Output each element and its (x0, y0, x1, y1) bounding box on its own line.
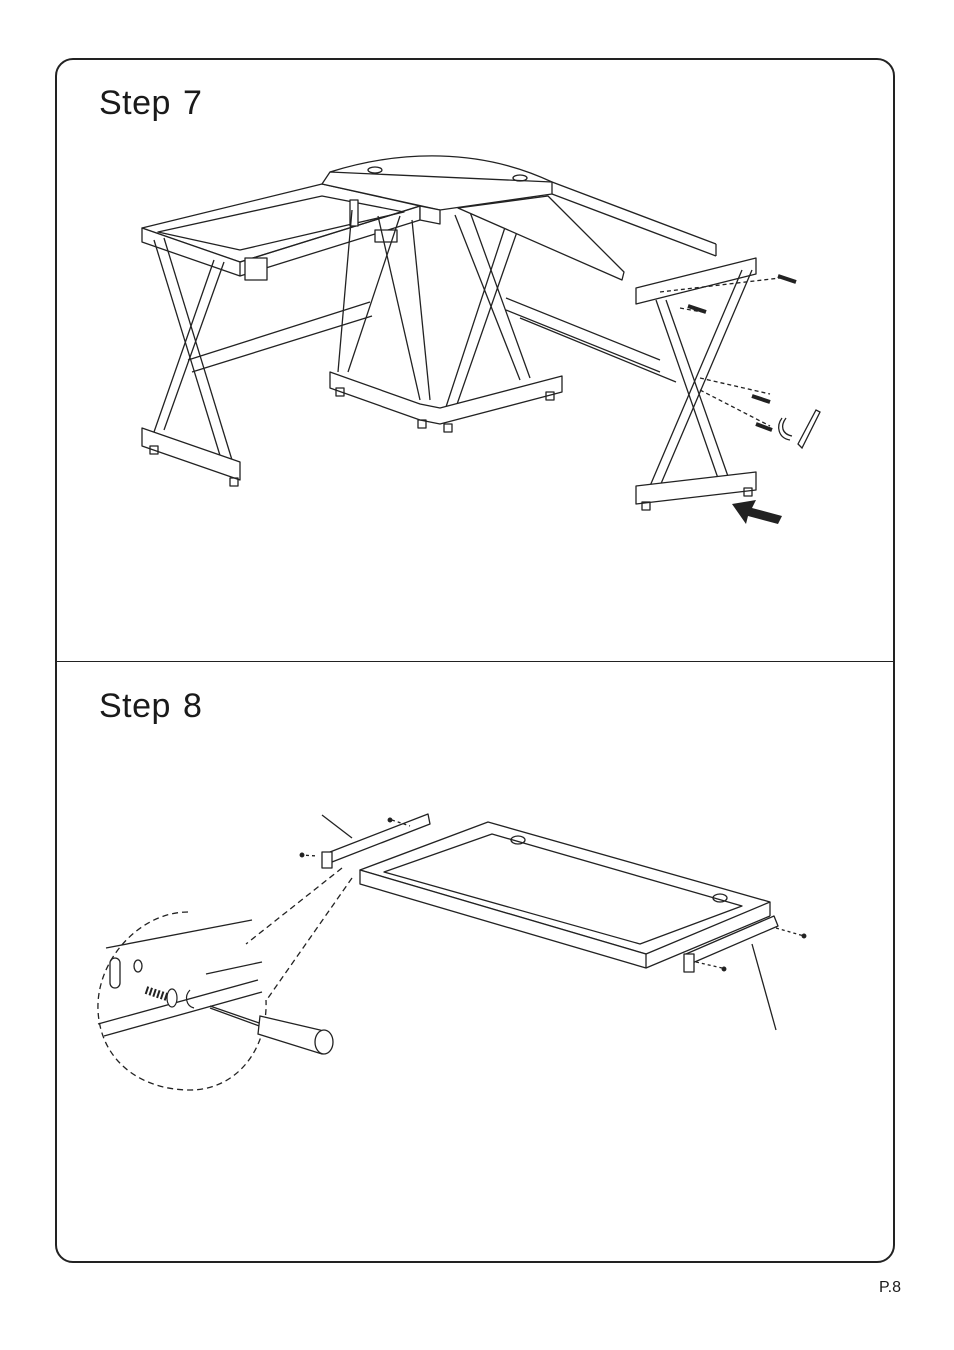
right-drawer-slide (684, 916, 806, 1030)
detail-magnifier (98, 868, 352, 1090)
screw-icon (146, 989, 194, 1008)
screwdriver-icon (210, 1006, 333, 1054)
page-number: P.8 (879, 1279, 901, 1297)
